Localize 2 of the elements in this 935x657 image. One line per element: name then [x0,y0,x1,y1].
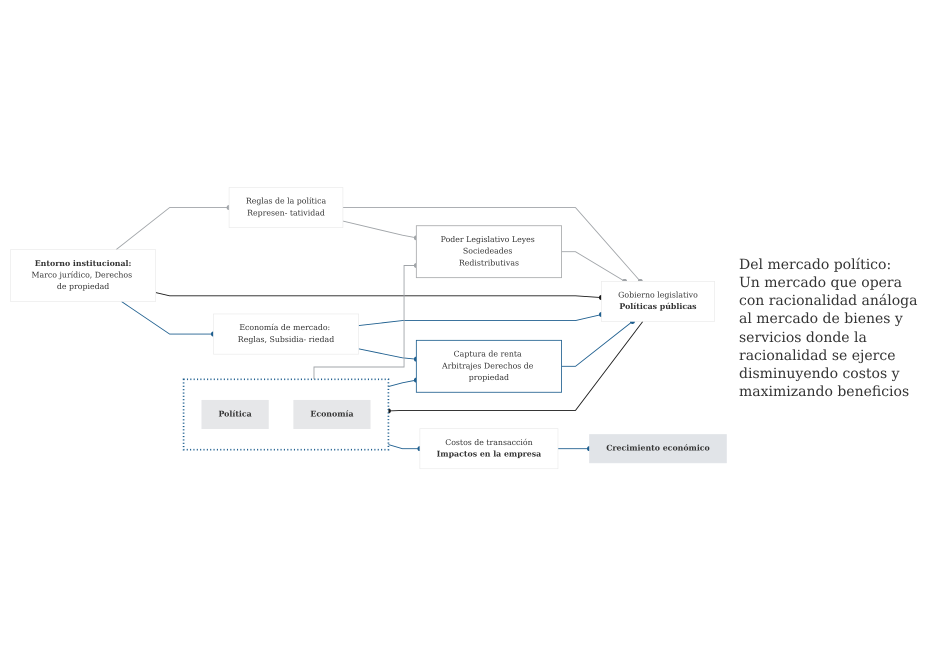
note-text: Un mercado que opera con racionalidad análoga al mercado de bienes y servicios donde la racionalidad se ejerce disminuyendo costos y maximizando beneficios [739,274,918,402]
note-text: Del mercado político: [739,256,892,274]
